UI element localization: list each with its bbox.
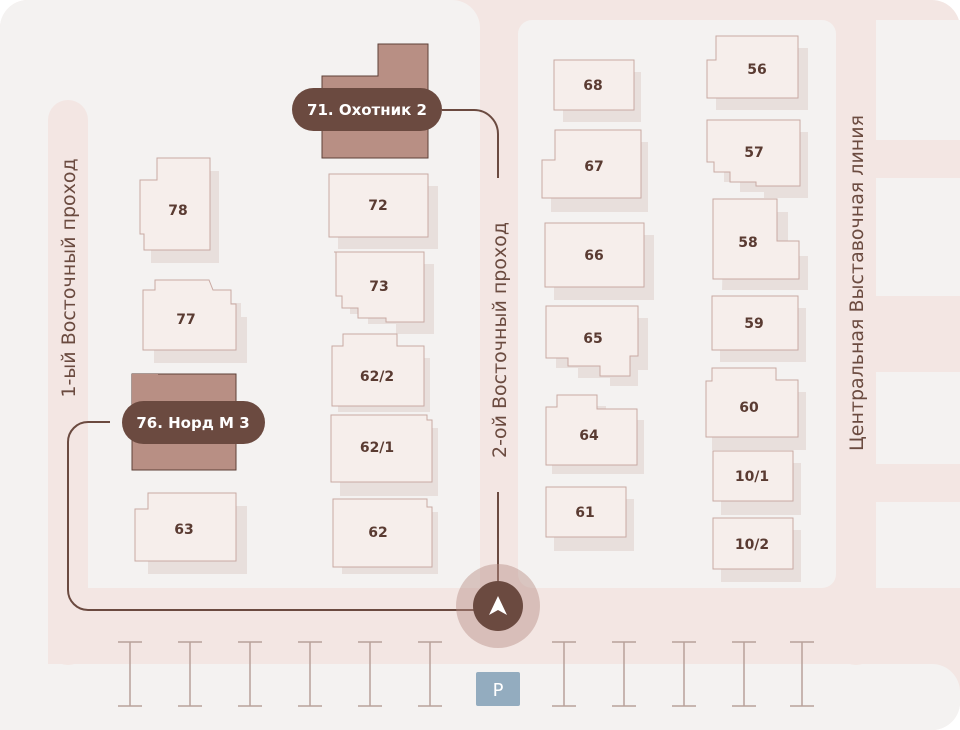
building-58[interactable]: 58	[712, 198, 808, 290]
building-56[interactable]: 56	[706, 35, 808, 110]
svg-text:65: 65	[583, 331, 602, 347]
svg-text:62: 62	[368, 525, 387, 541]
svg-text:67: 67	[584, 159, 603, 175]
svg-text:10/2: 10/2	[735, 537, 769, 553]
building-10-2[interactable]: 10/2	[712, 517, 801, 582]
svg-text:62/1: 62/1	[360, 440, 394, 456]
road-label-first-east-passage: 1-ый Восточный проход	[58, 158, 80, 397]
svg-text:73: 73	[369, 279, 388, 295]
building-59[interactable]: 59	[711, 295, 806, 362]
building-72[interactable]: 72	[328, 173, 438, 249]
svg-text:10/1: 10/1	[735, 469, 769, 485]
route-to-76	[67, 421, 478, 611]
route-to-71	[442, 109, 499, 178]
ground-far-right-2	[876, 178, 960, 296]
callout-76[interactable]: 76. Норд М 3	[122, 401, 265, 444]
svg-text:62/2: 62/2	[360, 369, 394, 385]
svg-text:60: 60	[739, 400, 759, 416]
road-first-east-passage	[48, 100, 88, 665]
building-62-1[interactable]: 62/1	[330, 414, 438, 496]
svg-text:68: 68	[583, 78, 602, 94]
building-62[interactable]: 62	[332, 498, 438, 574]
callout-76-label: 76. Норд М 3	[136, 414, 249, 432]
road-central-line	[836, 20, 876, 665]
building-60[interactable]: 60	[705, 367, 806, 450]
building-77[interactable]: 77	[142, 279, 247, 363]
svg-text:57: 57	[744, 145, 763, 161]
svg-text:77: 77	[176, 312, 195, 328]
parking-sign	[476, 672, 520, 706]
building-61[interactable]: 61	[545, 486, 634, 551]
parking-stalls	[118, 641, 814, 707]
ground-left-strip	[0, 100, 48, 730]
building-78[interactable]: 78	[139, 157, 219, 263]
parking-label: P	[493, 680, 504, 701]
svg-text:72: 72	[368, 198, 387, 214]
svg-text:56: 56	[747, 62, 766, 78]
building-68[interactable]: 68	[553, 59, 641, 122]
building-67[interactable]: 67	[541, 129, 648, 212]
building-65[interactable]: 65	[545, 305, 648, 386]
svg-text:59: 59	[744, 316, 763, 332]
ground-far-right-1	[876, 20, 960, 140]
building-66[interactable]: 66	[544, 222, 654, 300]
svg-text:66: 66	[584, 248, 603, 264]
building-57[interactable]: 57	[706, 119, 808, 198]
navigation-arrow-icon	[456, 564, 540, 648]
ground-far-right-4	[876, 502, 960, 588]
svg-text:58: 58	[738, 235, 757, 251]
svg-text:78: 78	[168, 203, 187, 219]
svg-text:61: 61	[575, 505, 594, 521]
svg-text:64: 64	[579, 428, 599, 444]
road-label-second-east-passage: 2-ой Восточный проход	[489, 222, 511, 458]
svg-text:63: 63	[174, 522, 193, 538]
road-label-central-line: Центральная Выставочная линия	[846, 115, 868, 451]
building-64[interactable]: 64	[545, 394, 644, 474]
building-62-2[interactable]: 62/2	[331, 333, 430, 412]
building-63[interactable]: 63	[134, 492, 247, 574]
callout-71-label: 71. Охотник 2	[307, 101, 427, 119]
building-73[interactable]: 73	[334, 251, 434, 334]
ground-far-right-3	[876, 372, 960, 464]
building-10-1[interactable]: 10/1	[712, 450, 801, 515]
callout-71[interactable]: 71. Охотник 2	[292, 88, 442, 131]
